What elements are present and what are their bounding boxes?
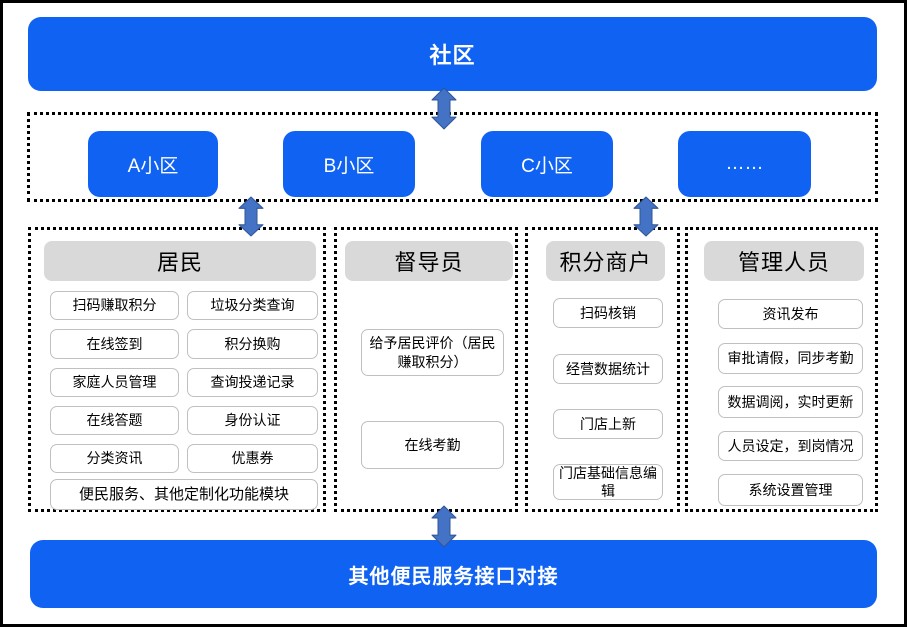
interface-banner: 其他便民服务接口对接 bbox=[30, 540, 877, 608]
feature-item: 数据调阅，实时更新 bbox=[718, 386, 863, 418]
feature-item: 查询投递记录 bbox=[187, 368, 318, 397]
district-label: …… bbox=[725, 153, 764, 174]
role-title: 管理人员 bbox=[737, 250, 830, 275]
community-banner-label: 社区 bbox=[429, 43, 476, 68]
feature-item: 家庭人员管理 bbox=[50, 368, 179, 397]
feature-item: 分类资讯 bbox=[50, 444, 179, 473]
double-arrow-icon bbox=[431, 505, 457, 548]
district-label: C小区 bbox=[521, 155, 573, 177]
feature-item: 经营数据统计 bbox=[553, 354, 663, 384]
feature-item: 在线考勤 bbox=[361, 421, 504, 469]
feature-item: 给予居民评价（居民赚取积分） bbox=[361, 329, 504, 376]
feature-item: 审批请假，同步考勤 bbox=[718, 343, 863, 374]
district-box-more: …… bbox=[678, 131, 811, 197]
feature-item: 人员设定，到岗情况 bbox=[718, 431, 863, 461]
double-arrow-icon bbox=[431, 87, 457, 130]
double-arrow-icon bbox=[633, 196, 659, 237]
district-box-c: C小区 bbox=[481, 131, 613, 197]
feature-item: 在线答题 bbox=[50, 406, 179, 435]
role-column-residents: 居民 扫码赚取积分 垃圾分类查询 在线签到 积分换购 家庭人员管理 查询投递记录… bbox=[28, 227, 326, 512]
double-arrow-icon bbox=[238, 196, 264, 237]
role-title: 积分商户 bbox=[559, 250, 652, 275]
feature-item: 门店上新 bbox=[553, 409, 663, 439]
community-banner: 社区 bbox=[28, 17, 877, 91]
feature-item: 门店基础信息编辑 bbox=[553, 464, 663, 500]
district-label: B小区 bbox=[323, 155, 375, 177]
district-label: A小区 bbox=[127, 155, 179, 177]
feature-item: 在线签到 bbox=[50, 329, 179, 359]
district-box-b: B小区 bbox=[283, 131, 415, 197]
feature-item: 便民服务、其他定制化功能模块 bbox=[50, 479, 318, 510]
interface-banner-label: 其他便民服务接口对接 bbox=[348, 565, 559, 588]
feature-item: 系统设置管理 bbox=[718, 474, 863, 506]
role-header-merchant: 积分商户 bbox=[546, 241, 665, 281]
feature-item: 身份认证 bbox=[187, 406, 318, 435]
role-title: 督导员 bbox=[394, 250, 464, 275]
district-box-a: A小区 bbox=[88, 131, 218, 197]
role-column-management: 管理人员 资讯发布 审批请假，同步考勤 数据调阅，实时更新 人员设定，到岗情况 … bbox=[685, 227, 878, 512]
role-title: 居民 bbox=[156, 250, 203, 275]
feature-item: 积分换购 bbox=[187, 329, 318, 359]
role-header-supervisor: 督导员 bbox=[345, 241, 513, 281]
role-column-merchant: 积分商户 扫码核销 经营数据统计 门店上新 门店基础信息编辑 bbox=[525, 227, 680, 512]
feature-item: 扫码赚取积分 bbox=[50, 291, 179, 320]
feature-item: 扫码核销 bbox=[553, 298, 663, 328]
feature-item: 垃圾分类查询 bbox=[187, 291, 318, 320]
role-header-management: 管理人员 bbox=[704, 241, 864, 281]
role-header-residents: 居民 bbox=[44, 241, 316, 281]
role-column-supervisor: 督导员 给予居民评价（居民赚取积分） 在线考勤 bbox=[334, 227, 518, 512]
districts-group: A小区 B小区 C小区 …… bbox=[27, 112, 878, 202]
feature-item: 资讯发布 bbox=[718, 299, 863, 329]
feature-item: 优惠券 bbox=[187, 444, 318, 473]
